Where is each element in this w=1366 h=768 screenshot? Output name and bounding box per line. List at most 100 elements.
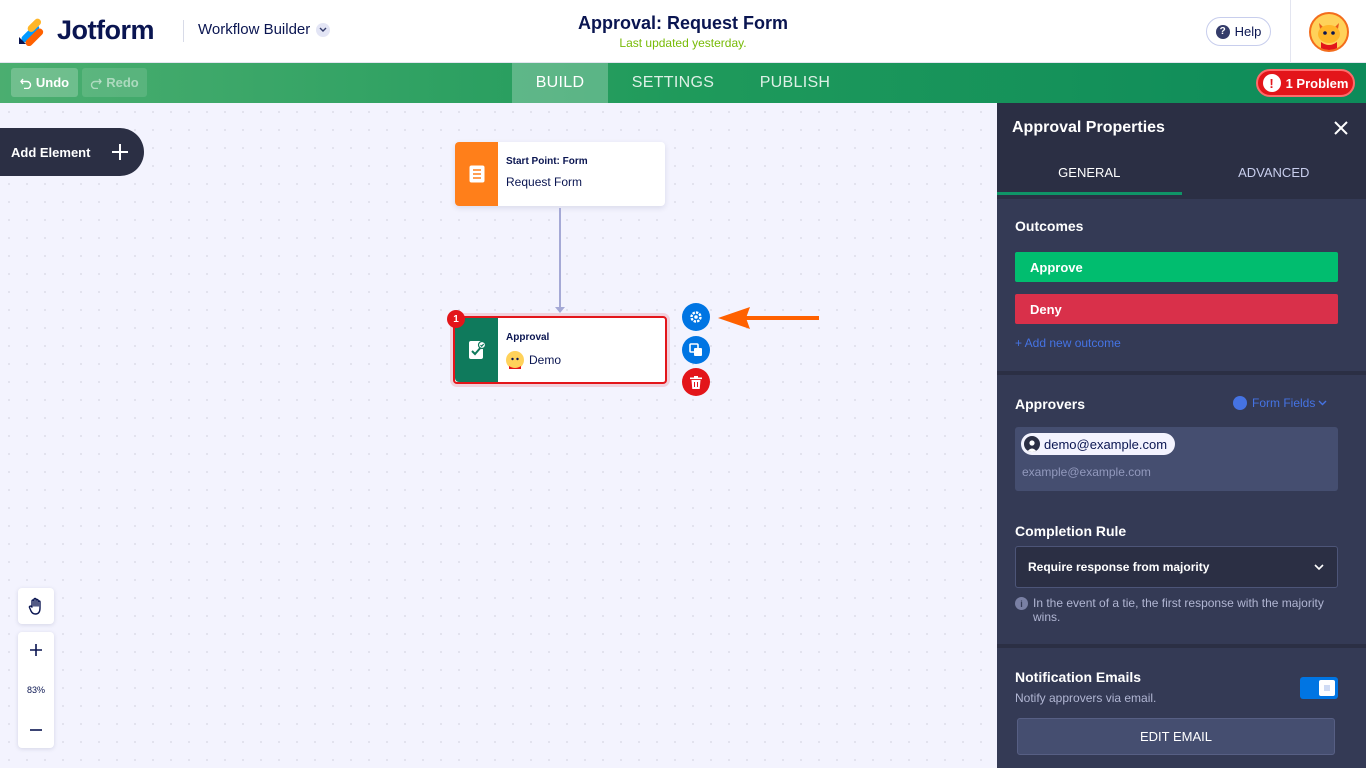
jotform-logo-icon [19, 18, 44, 46]
hand-tool-button[interactable] [18, 588, 54, 624]
logo-text: Jotform [57, 15, 155, 45]
info-icon: i [1015, 597, 1028, 610]
outcome-deny[interactable]: Deny [1015, 294, 1338, 324]
node-settings-button[interactable] [682, 303, 710, 331]
form-title-area: Approval: Request Form Last updated yest… [0, 13, 1366, 50]
undo-icon [19, 78, 32, 89]
completion-rule-section: Completion Rule [997, 523, 1366, 539]
approval-icon [455, 318, 498, 382]
help-button[interactable]: ? Help [1206, 17, 1271, 46]
section-divider [997, 644, 1366, 648]
panel-tabs: GENERAL ADVANCED [997, 153, 1366, 195]
plus-icon [30, 644, 42, 656]
toggle-knob [1319, 680, 1335, 696]
builder-switch-label: Workflow Builder [198, 21, 311, 38]
error-count-badge: 1 [447, 310, 465, 328]
notification-toggle[interactable] [1300, 677, 1338, 699]
link-icon [1233, 396, 1247, 410]
gear-icon [690, 311, 702, 323]
redo-label: Redo [106, 75, 139, 90]
chevron-down-icon [1314, 564, 1324, 571]
undo-button[interactable]: Undo [11, 68, 78, 97]
problem-badge[interactable]: ! 1 Problem [1256, 69, 1355, 97]
node-delete-button[interactable] [682, 368, 710, 396]
add-element-label: Add Element [11, 144, 91, 160]
help-label: Help [1234, 24, 1262, 39]
chevron-down-icon [316, 22, 331, 37]
avatar[interactable] [1308, 11, 1349, 52]
completion-rule-title: Completion Rule [1015, 523, 1127, 539]
assignee-name: Demo [529, 353, 562, 367]
approval-node[interactable]: 1 Approval Demo [447, 310, 667, 384]
builder-switch-dropdown[interactable]: Workflow Builder [198, 21, 331, 38]
zoom-out-button[interactable] [18, 712, 54, 748]
approvers-email-input[interactable]: example@example.com [1022, 465, 1151, 479]
assignee-avatar-icon [506, 351, 524, 369]
start-point-node[interactable]: Start Point: Form Request Form [455, 142, 665, 206]
outcomes-title: Outcomes [1015, 218, 1084, 234]
node-type-label: Start Point: Form [506, 156, 588, 167]
node-duplicate-button[interactable] [682, 336, 710, 364]
trash-icon [690, 375, 702, 389]
form-fields-dropdown[interactable]: Form Fields [1233, 396, 1327, 410]
section-divider [997, 195, 1366, 199]
form-icon [455, 142, 498, 206]
completion-rule-value: Require response from majority [1028, 560, 1210, 574]
chevron-down-icon [1318, 400, 1327, 406]
node-type-label: Approval [506, 332, 550, 343]
completion-rule-hint-text: In the event of a tie, the first respons… [1033, 596, 1324, 624]
panel-title: Approval Properties [1012, 119, 1165, 136]
redo-button[interactable]: Redo [82, 68, 147, 97]
approver-chip[interactable]: demo@example.com [1021, 433, 1176, 455]
outcome-approve[interactable]: Approve [1015, 252, 1338, 282]
orange-arrow-annotation [718, 307, 819, 329]
zoom-controls: 83% [18, 632, 54, 748]
completion-rule-hint: i In the event of a tie, the first respo… [1015, 596, 1335, 624]
zoom-level: 83% [26, 685, 45, 695]
user-icon [1024, 436, 1040, 452]
problem-label: 1 Problem [1285, 75, 1349, 91]
approvers-input-box[interactable]: demo@example.com example@example.com [1015, 427, 1338, 491]
question-icon: ? [1215, 24, 1230, 39]
connector-arrowhead [555, 307, 565, 313]
panel-header: Approval Properties [997, 103, 1366, 153]
node-name: Request Form [506, 175, 583, 189]
tab-settings[interactable]: SETTINGS [631, 74, 715, 91]
top-header: Jotform Workflow Builder Approval: Reque… [0, 0, 1366, 63]
account-menu[interactable] [1290, 0, 1366, 63]
approvers-title: Approvers [1015, 396, 1086, 412]
last-updated-text: Last updated yesterday. [619, 36, 747, 50]
section-divider [997, 371, 1366, 375]
tab-advanced[interactable]: ADVANCED [1238, 165, 1310, 180]
header-divider [183, 20, 184, 42]
tab-publish[interactable]: PUBLISH [759, 74, 831, 91]
redo-icon [91, 78, 103, 89]
connector-line [559, 208, 561, 312]
approver-email: demo@example.com [1044, 436, 1168, 452]
outcomes-section: Outcomes [997, 218, 1366, 234]
duplicate-icon [689, 343, 702, 356]
form-title: Approval: Request Form [577, 13, 789, 33]
alert-icon: ! [1262, 74, 1281, 92]
assignee: Demo [506, 351, 561, 369]
builder-navbar: Undo Redo BUILD SETTINGS PUBLISH ! 1 Pro… [0, 63, 1366, 103]
undo-label: Undo [35, 75, 70, 90]
workflow-canvas[interactable]: Add Element Start Point: Form Request Fo… [0, 103, 997, 768]
notification-section: Notification Emails Notify approvers via… [997, 669, 1366, 705]
completion-rule-select[interactable]: Require response from majority [1015, 546, 1338, 588]
notification-description: Notify approvers via email. [1015, 691, 1157, 705]
add-element-button[interactable]: Add Element [0, 128, 144, 176]
edit-email-button[interactable]: EDIT EMAIL [1017, 718, 1335, 755]
close-icon[interactable] [1332, 119, 1350, 137]
form-fields-label: Form Fields [1252, 396, 1316, 410]
zoom-in-button[interactable] [18, 632, 54, 668]
approval-properties-panel: Approval Properties GENERAL ADVANCED Out… [997, 103, 1366, 768]
minus-icon [30, 729, 42, 731]
tab-general[interactable]: GENERAL [997, 153, 1182, 195]
approvers-section: Approvers Form Fields [997, 396, 1366, 416]
hand-icon [28, 597, 41, 615]
jotform-logo[interactable]: Jotform [17, 15, 155, 46]
add-outcome-link[interactable]: + Add new outcome [1015, 336, 1121, 350]
notification-title: Notification Emails [1015, 669, 1142, 685]
tab-build[interactable]: BUILD [512, 63, 608, 103]
